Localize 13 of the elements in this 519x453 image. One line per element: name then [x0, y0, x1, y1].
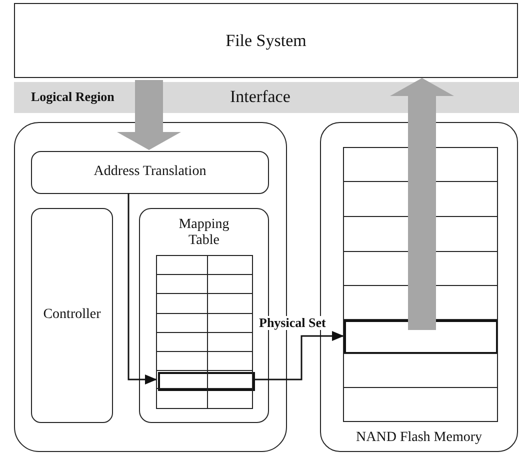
process-box [31, 151, 269, 194]
edge-label: Logical Region [30, 90, 116, 104]
node-label: File System [226, 30, 306, 50]
node-label: NAND Flash Memory [356, 430, 482, 446]
node-label: Controller [43, 307, 101, 324]
node-label: Mapping Table [178, 217, 230, 250]
edge-label: Physical Set [258, 316, 327, 330]
node-label: Address Translation [94, 164, 206, 181]
band-label: Interface [230, 87, 290, 107]
highlighted-row [158, 372, 255, 391]
highlighted-row [344, 320, 498, 354]
system-box [14, 3, 518, 78]
process-box [31, 208, 113, 423]
